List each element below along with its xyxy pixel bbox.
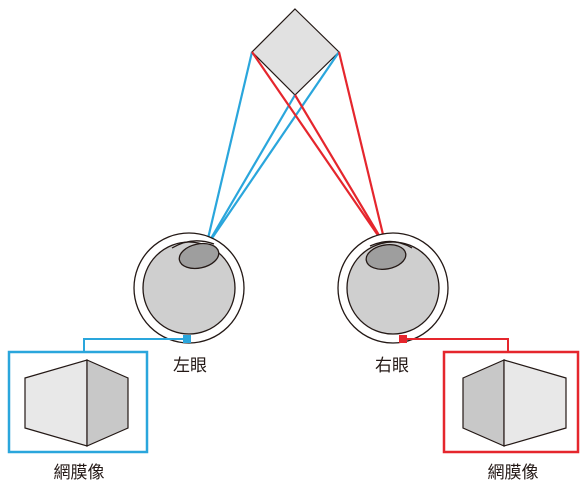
right-retina-label: 網膜像	[488, 463, 539, 483]
right-retina-image	[442, 350, 580, 454]
left-retina-label: 網膜像	[54, 463, 105, 483]
left-eye-lens	[178, 242, 220, 270]
left-retina-connector	[83, 338, 183, 352]
right-retina-marker	[399, 335, 407, 343]
right-eye-lens	[365, 244, 407, 270]
left-eye-rays	[204, 51, 340, 248]
right-eyeball	[337, 232, 449, 344]
object-cube	[251, 8, 340, 96]
left-eye-label: 左眼	[173, 356, 207, 376]
right-eye-label: 右眼	[375, 356, 409, 376]
right-retina-connector	[407, 338, 509, 352]
right-eye-rays	[251, 51, 388, 248]
left-retina-image	[7, 350, 149, 454]
left-eyeball	[133, 232, 245, 344]
left-retina-marker	[183, 335, 191, 343]
